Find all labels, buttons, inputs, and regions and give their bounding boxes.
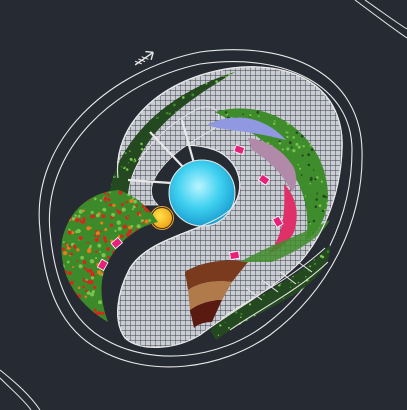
bench-icon <box>271 215 284 228</box>
bench-icon <box>257 173 271 186</box>
round-fountain-icon <box>168 159 236 227</box>
bench-icon <box>110 236 123 250</box>
bench-icon <box>233 144 246 155</box>
bench-group <box>96 144 284 272</box>
outer-boundary-line <box>38 49 363 368</box>
bench-icon <box>96 258 109 272</box>
bench-icon <box>229 250 241 261</box>
plaza-outline <box>116 66 343 339</box>
north-arrow-icon <box>134 50 154 66</box>
paved-terrace-north <box>127 106 220 206</box>
soil-terrace <box>185 260 248 328</box>
